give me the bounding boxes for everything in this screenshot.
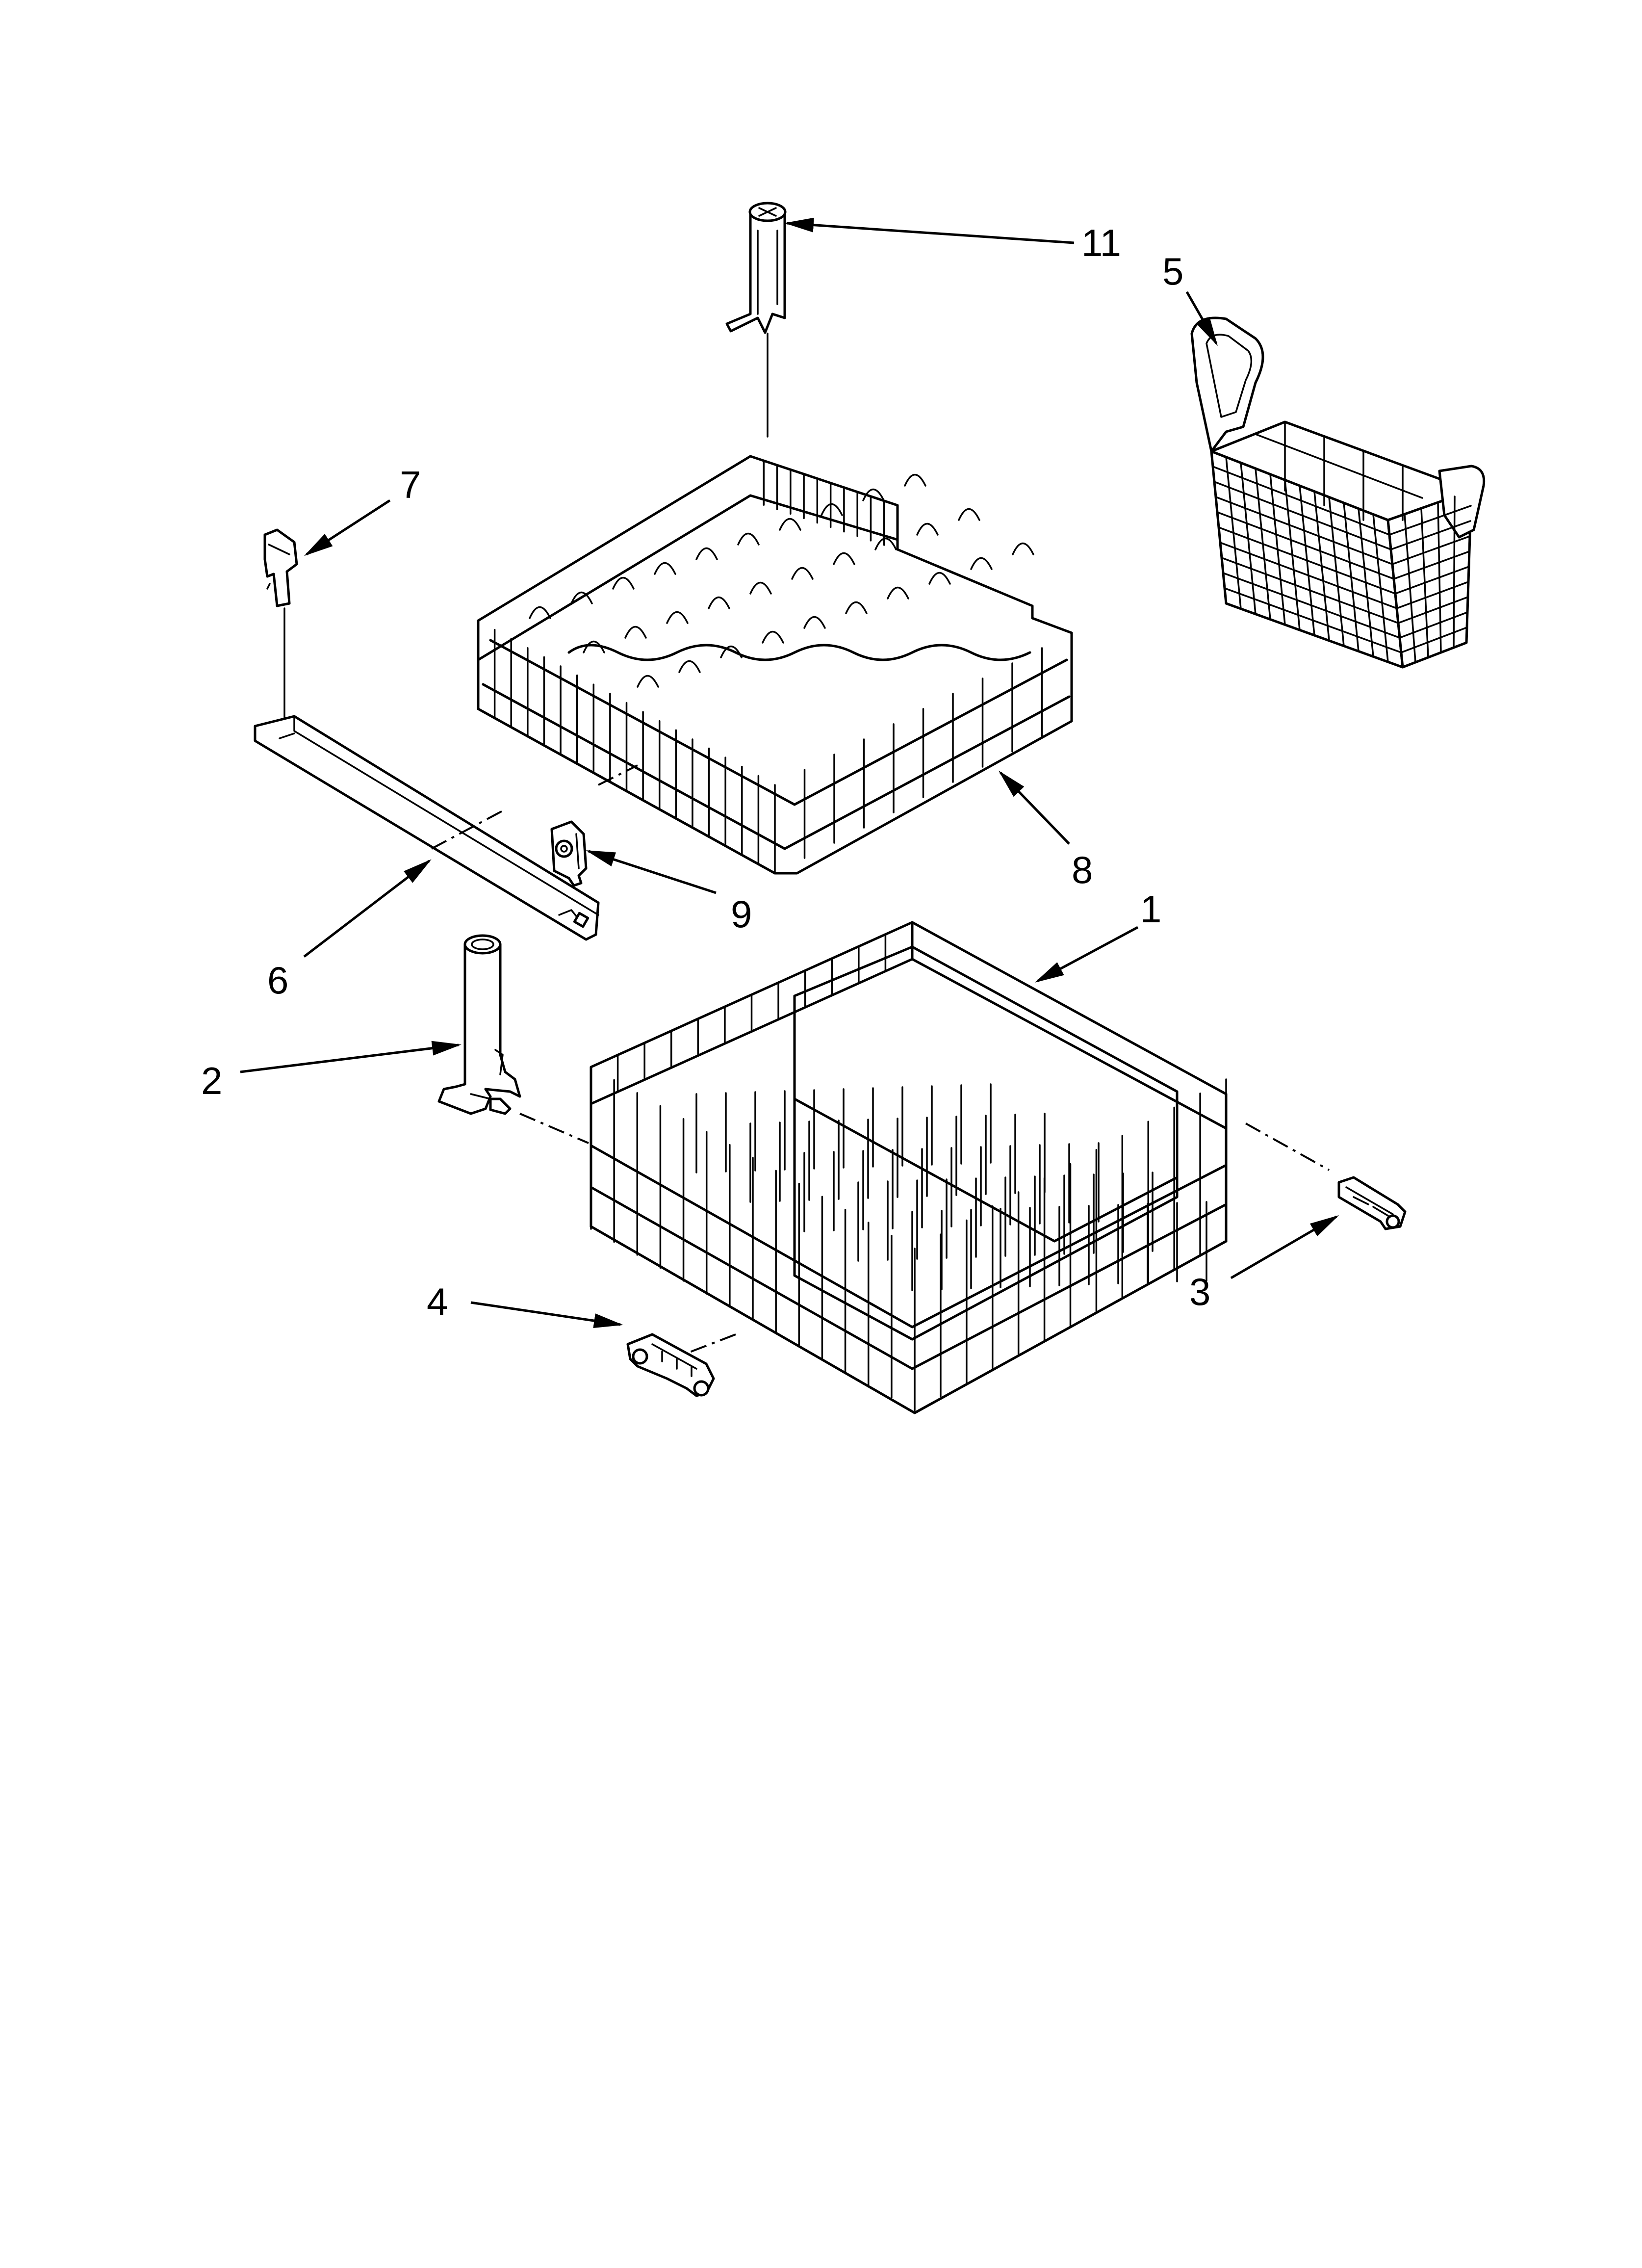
arrow-11 bbox=[784, 217, 1075, 244]
arrow-9 bbox=[586, 850, 717, 894]
part-4-wheel-carrier bbox=[626, 1333, 715, 1397]
basket-wire bbox=[1221, 557, 1399, 624]
basket-wire bbox=[1224, 587, 1402, 653]
basket-wire bbox=[1219, 542, 1398, 609]
callout-9: 9 bbox=[731, 892, 752, 936]
assembly-line-clip-left bbox=[671, 1333, 736, 1360]
callout-6: 6 bbox=[267, 959, 288, 1002]
callout-3: 3 bbox=[1189, 1270, 1210, 1313]
callout-8: 8 bbox=[1072, 848, 1093, 891]
callout-7: 7 bbox=[400, 463, 421, 506]
callout-5: 5 bbox=[1162, 250, 1183, 293]
part-1-lower-rack bbox=[590, 921, 1228, 1414]
part-9-rail-bracket bbox=[550, 820, 588, 887]
assembly-line-spray bbox=[519, 1113, 589, 1144]
basket-wire bbox=[1216, 511, 1395, 580]
arrow-6 bbox=[303, 859, 432, 958]
arrow-7 bbox=[304, 499, 391, 556]
basket-wire bbox=[1390, 520, 1471, 550]
callout-2: 2 bbox=[201, 1059, 222, 1102]
part-2-lower-spray-tube bbox=[437, 934, 521, 1115]
basket-wire bbox=[1394, 566, 1470, 595]
arrow-5 bbox=[1185, 291, 1218, 346]
part-3-roller-clip bbox=[1337, 1176, 1407, 1230]
basket-wire bbox=[1222, 572, 1401, 639]
assembly-line-clip-right bbox=[1245, 1122, 1330, 1171]
basket-wire bbox=[1213, 481, 1392, 550]
rack-tine-row bbox=[637, 543, 1034, 688]
basket-wire bbox=[1399, 611, 1468, 639]
part-5-silverware-basket bbox=[1190, 316, 1486, 669]
basket-wire bbox=[1388, 505, 1472, 536]
rack-tine-row bbox=[583, 508, 980, 653]
arrow-3 bbox=[1230, 1215, 1339, 1279]
basket-wire bbox=[1218, 526, 1396, 595]
arrow-2 bbox=[240, 1041, 462, 1073]
rack-tine-row bbox=[529, 474, 926, 619]
callout-11: 11 bbox=[1081, 221, 1121, 264]
basket-wire bbox=[1215, 496, 1393, 565]
part-6-rack-rail bbox=[254, 715, 600, 941]
part-8-upper-rack bbox=[477, 455, 1073, 875]
part-11-spray-tube bbox=[725, 202, 787, 438]
callout-4: 4 bbox=[427, 1280, 448, 1323]
basket-wire bbox=[1393, 550, 1470, 580]
part-7-rail-clip bbox=[263, 528, 298, 720]
basket-wire bbox=[1397, 596, 1469, 624]
assembly-line-rail bbox=[431, 764, 638, 850]
basket-wire bbox=[1212, 466, 1390, 536]
basket-wire bbox=[1391, 535, 1471, 565]
arrow-8 bbox=[998, 770, 1070, 845]
arrow-4 bbox=[470, 1301, 623, 1328]
basket-wire bbox=[1396, 581, 1469, 609]
callout-1: 1 bbox=[1140, 887, 1161, 931]
basket-wire bbox=[1400, 626, 1468, 653]
arrow-1 bbox=[1034, 926, 1139, 983]
